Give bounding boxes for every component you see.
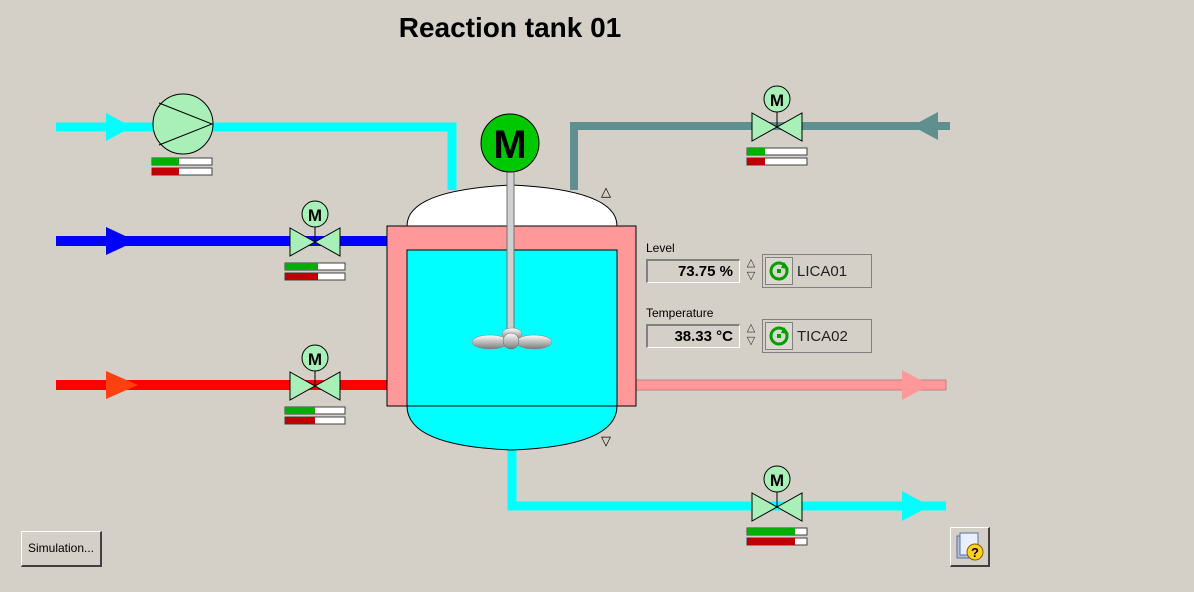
- flow-arrow: [106, 113, 132, 141]
- temperature-controller-button[interactable]: TICA02: [762, 319, 872, 353]
- valve-outlet-fault-fill: [747, 538, 795, 545]
- valve-blue-run-fill: [285, 263, 318, 270]
- valve-grey-fault-fill: [747, 158, 765, 165]
- flow-arrow: [902, 491, 930, 521]
- cyan-inlet-pipe: [56, 113, 457, 190]
- temperature-tag: TICA02: [797, 327, 848, 345]
- level-down-icon[interactable]: ▽: [746, 270, 756, 282]
- temperature-label: Temperature: [646, 306, 714, 320]
- svg-text:?: ?: [971, 545, 979, 560]
- flow-arrow: [902, 370, 930, 400]
- valve-red-run-fill: [285, 407, 315, 414]
- level-controller-button[interactable]: LICA01: [762, 254, 872, 288]
- grey-inlet-pipe: [570, 112, 950, 190]
- pump-inlet-run-fill: [152, 158, 179, 165]
- valve-blue-fault-fill: [285, 273, 318, 280]
- valve-motor-letter: M: [308, 350, 322, 369]
- simulation-button[interactable]: Simulation...: [21, 531, 102, 567]
- refresh-icon: [765, 257, 793, 285]
- valve-motor-letter: M: [770, 91, 784, 110]
- cyan-outlet-pipe: [507, 450, 946, 521]
- agitator: [471, 169, 553, 350]
- valve-grey-run-fill: [747, 148, 765, 155]
- pump-icon[interactable]: [152, 93, 214, 155]
- status-bars: [151, 147, 808, 546]
- flow-arrow: [912, 112, 938, 140]
- level-tag: LICA01: [797, 262, 848, 280]
- valve-red-fault-fill: [285, 417, 315, 424]
- motor-valve-icon[interactable]: M: [751, 85, 803, 142]
- temperature-up-icon[interactable]: △: [746, 322, 756, 334]
- level-value: 73.75 %: [646, 259, 740, 283]
- motor-valve-icon[interactable]: M: [289, 344, 341, 401]
- tank-bottom-dome: [406, 405, 618, 451]
- flow-arrow: [106, 371, 138, 399]
- temperature-down-icon[interactable]: ▽: [746, 335, 756, 347]
- motor-icon[interactable]: M: [480, 113, 540, 173]
- jacket-outlet-pipe: [635, 370, 947, 400]
- pump-inlet-fault-fill: [152, 168, 179, 175]
- level-up-icon[interactable]: △: [746, 257, 756, 269]
- page-title: Reaction tank 01: [398, 12, 622, 43]
- valve-motor-letter: M: [308, 206, 322, 225]
- motor-letter: M: [493, 123, 526, 167]
- motor-valve-icon[interactable]: M: [289, 200, 341, 257]
- flow-arrow: [106, 227, 136, 255]
- valve-outlet-run-fill: [747, 528, 795, 535]
- low-limit-marker: ▽: [601, 434, 611, 449]
- help-question-icon: ?: [956, 532, 984, 561]
- high-limit-marker: △: [601, 185, 611, 200]
- valve-motor-letter: M: [770, 471, 784, 490]
- help-button[interactable]: ?: [950, 527, 990, 567]
- refresh-icon: [765, 322, 793, 350]
- motor-valve-icon[interactable]: M: [751, 465, 803, 522]
- level-label: Level: [646, 241, 675, 255]
- temperature-value: 38.33 °C: [646, 324, 740, 348]
